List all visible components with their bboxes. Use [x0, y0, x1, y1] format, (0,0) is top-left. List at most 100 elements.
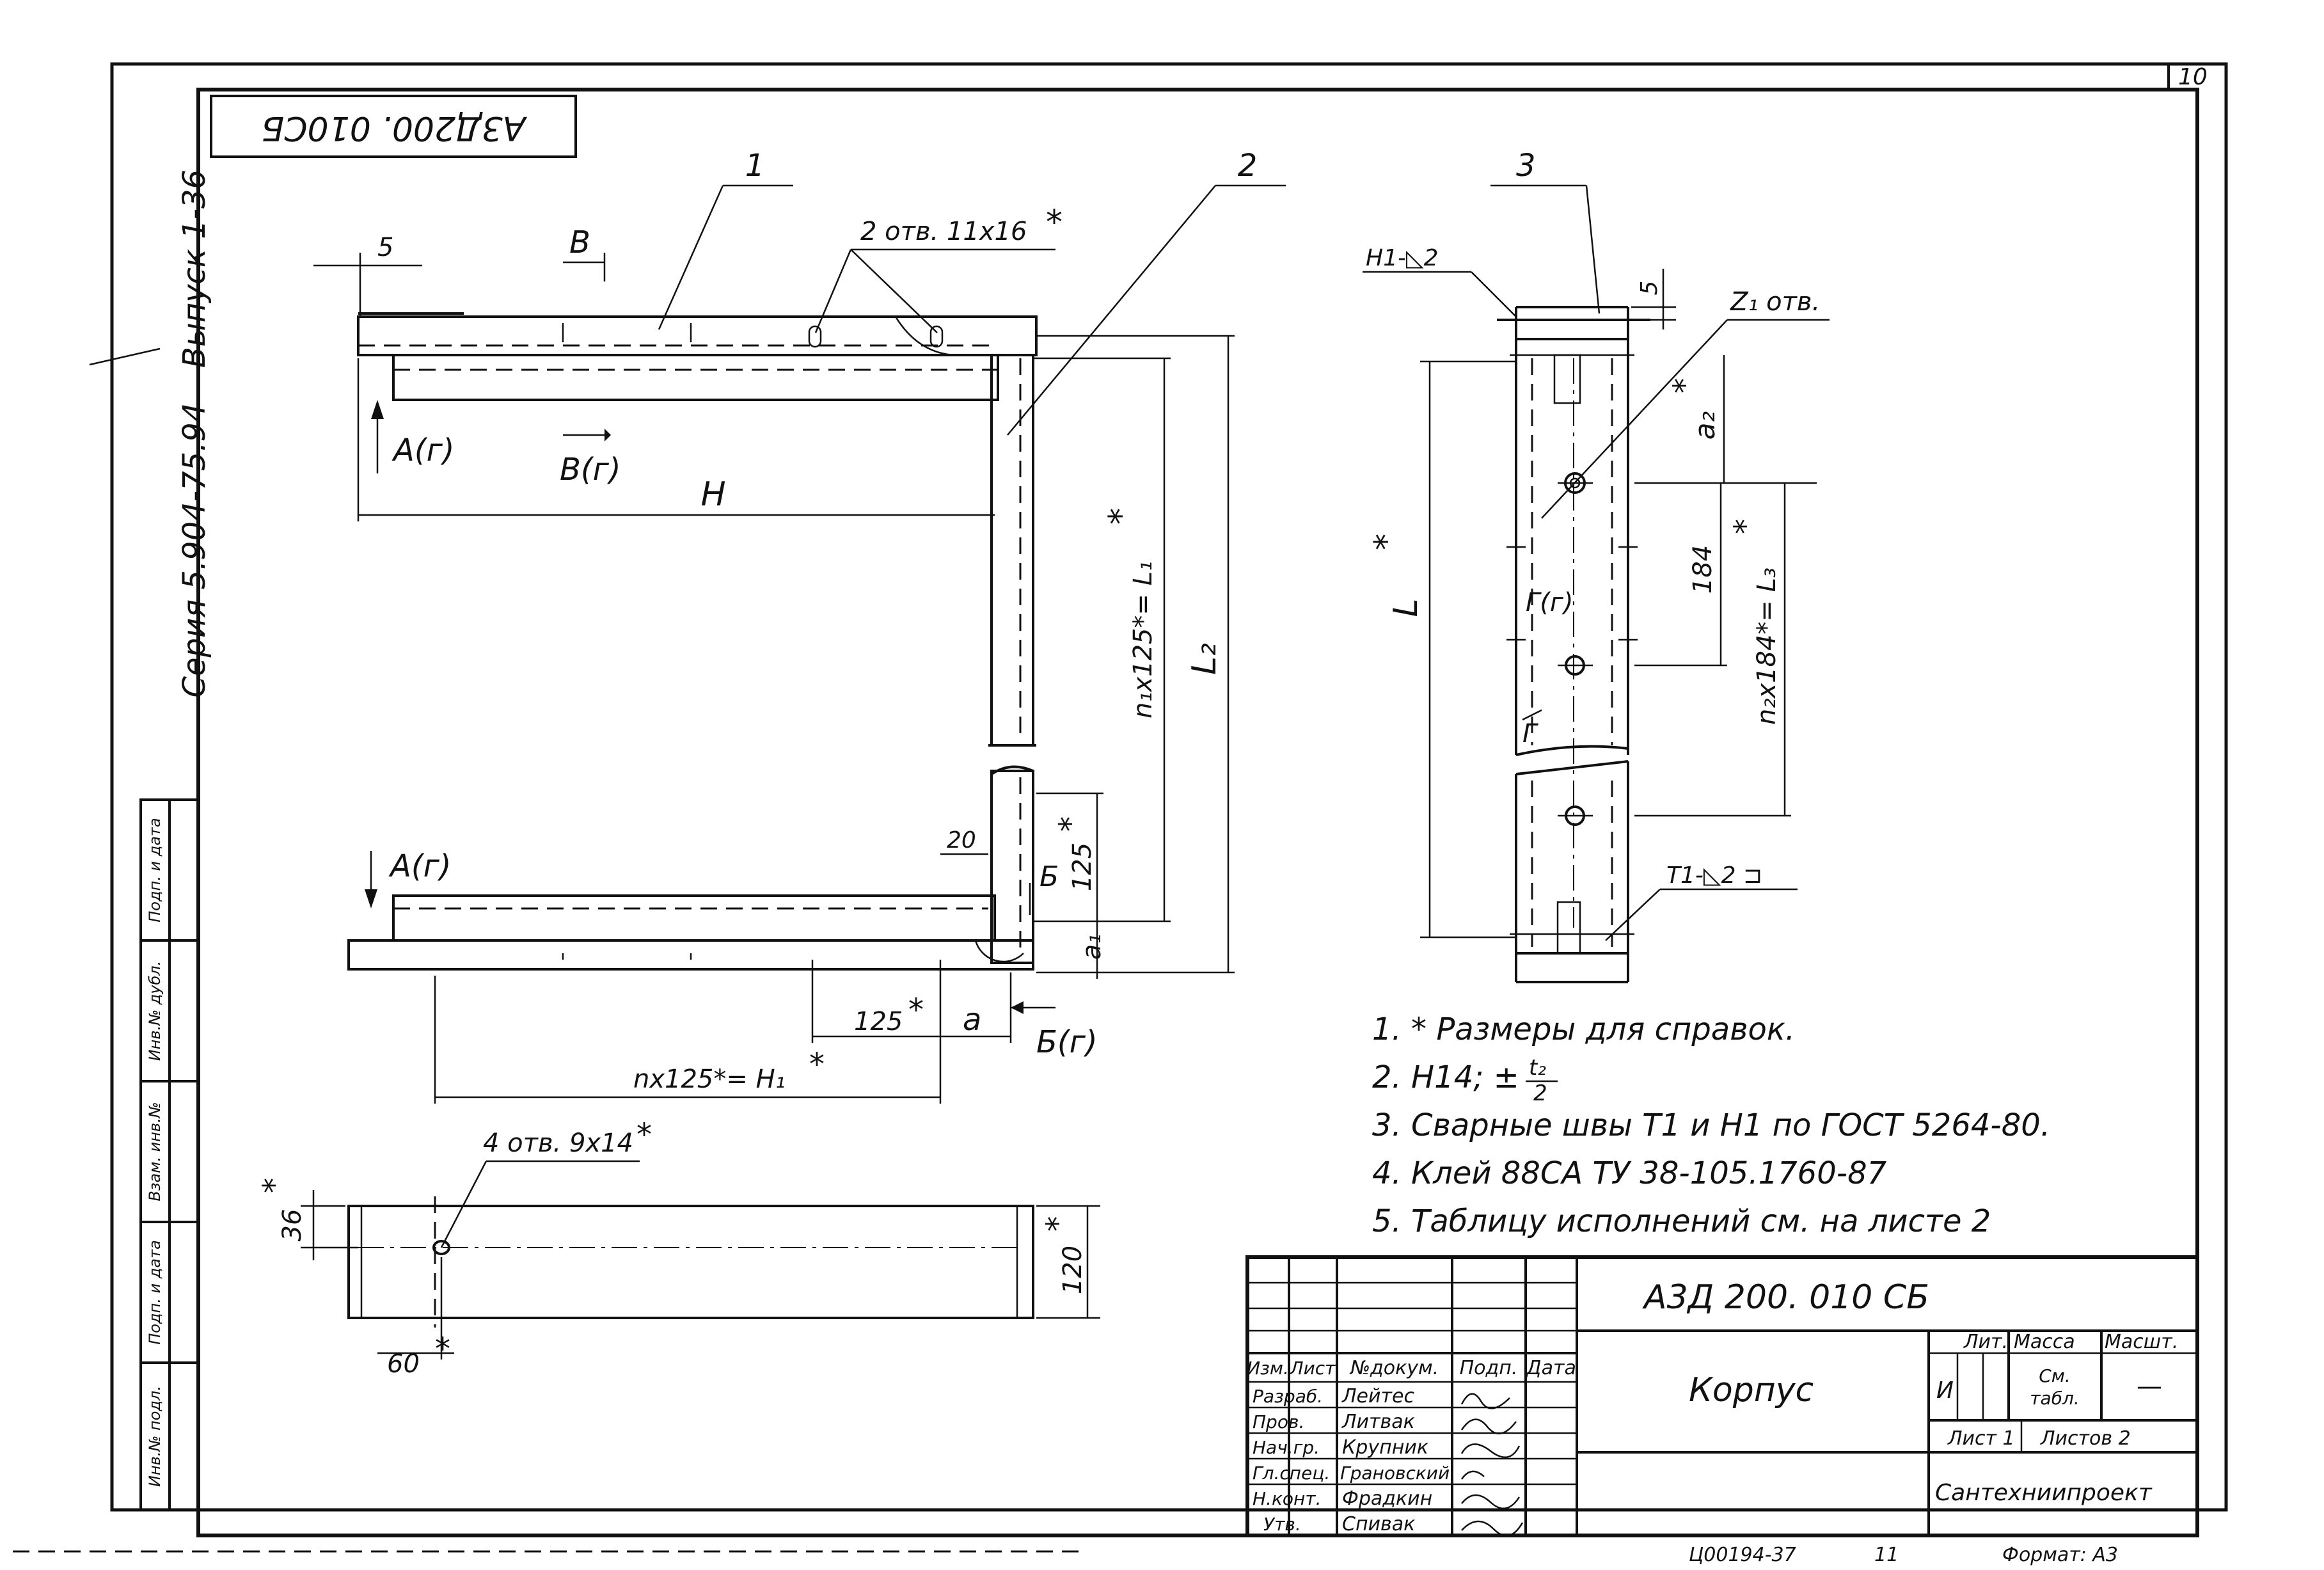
view-a-bottom: А(г) — [388, 848, 452, 884]
view-a-top: А(г) — [391, 432, 455, 468]
holes-bottom-star: * — [636, 1117, 652, 1153]
dim-125-right-star: * — [1053, 816, 1089, 832]
dim-l-star: * — [1368, 534, 1406, 550]
name-2: Литвак — [1341, 1411, 1415, 1433]
dim-36: 36 — [278, 1209, 307, 1242]
dim-5-top: 5 — [377, 233, 393, 262]
dim-a2: a₂ — [1689, 411, 1721, 440]
product-name: Корпус — [1689, 1371, 1814, 1409]
notes: 1. * Размеры для справок. 2. Н14; ± t₂ 2… — [1372, 1011, 2050, 1239]
section-b-top: В — [569, 225, 590, 260]
header-sign: Подп. — [1460, 1357, 1518, 1379]
name-6: Спивак — [1342, 1513, 1415, 1535]
role-5: Н.конт. — [1253, 1488, 1322, 1509]
dim-n2-star: * — [1728, 519, 1764, 534]
name-5: Фрадкин — [1342, 1487, 1432, 1510]
strip-cell-5: Подп. и дата — [146, 818, 164, 923]
dim-5-side: 5 — [1636, 281, 1663, 296]
dim-l2: L₂ — [1185, 643, 1224, 675]
dim-n1-star: * — [1102, 508, 1141, 525]
dim-120-star: * — [1040, 1216, 1076, 1232]
dim-n1: n₁х125*= L₁ — [1128, 561, 1158, 718]
section-b-lower: В(г) — [560, 452, 621, 488]
header-doc: №докум. — [1349, 1357, 1439, 1379]
footer-format: Формат: А3 — [2002, 1544, 2118, 1566]
dim-125-bottom: 125 — [854, 1007, 903, 1036]
dim-a1: a₁ — [1077, 934, 1107, 960]
stamp-text: А3Д200. 010СБ — [262, 109, 528, 147]
role-1: Разраб. — [1253, 1386, 1323, 1407]
dim-60-star: * — [435, 1331, 450, 1367]
role-3: Нач.гр. — [1253, 1437, 1320, 1458]
dim-nx125: nх125*= Н₁ — [633, 1065, 786, 1094]
footer: Ц00194-37 11 Формат: А3 — [13, 1544, 2118, 1566]
weld-t1: Т1-◺2 ⊐ — [1666, 862, 1762, 889]
holes-top-star: * — [1046, 203, 1063, 242]
dim-a2-star: * — [1667, 378, 1703, 393]
scale-label: Масшт. — [2105, 1331, 2178, 1353]
sheet-number: 10 — [2178, 64, 2208, 90]
view-g: Г(г) — [1526, 588, 1574, 617]
note-3: 3. Сварные швы Т1 и Н1 по ГОСТ 5264-80. — [1372, 1107, 2050, 1143]
dim-125-bottom-star: * — [908, 992, 924, 1028]
strip-cell-4: Инв.№ дубл. — [146, 961, 164, 1061]
title-block: Изм. Лист №докум. Подп. Дата Разраб. Лей… — [1245, 1255, 2199, 1537]
note-2-den: 2 — [1533, 1081, 1547, 1106]
callout-3: 3 — [1516, 148, 1536, 184]
role-2: Пров. — [1253, 1411, 1304, 1432]
bottom-view: 36 * 4 отв. 9х14 * 60 * 120 * — [257, 1117, 1100, 1379]
side-strip: Инв.№ подл. Подп. и дата Взам. инв.№ Инв… — [89, 170, 212, 1511]
view-g-arrow: Г — [1522, 719, 1538, 749]
lit-label: Лит. — [1963, 1331, 2008, 1353]
role-4: Гл.спец. — [1253, 1463, 1330, 1484]
lit-value: И — [1936, 1377, 1954, 1404]
dim-a: a — [963, 1002, 981, 1038]
note-2: 2. Н14; ± — [1372, 1059, 1519, 1095]
name-1: Лейтес — [1341, 1385, 1414, 1407]
strip-cell-2: Подп. и дата — [146, 1240, 164, 1345]
strip-cell-1: Инв.№ подл. — [146, 1386, 164, 1487]
dim-36-star: * — [257, 1178, 292, 1193]
designation: А3Д 200. 010 СБ — [1642, 1278, 1929, 1317]
note-2-num: t₂ — [1529, 1055, 1546, 1081]
issue-label: Выпуск 1-36 — [177, 170, 212, 368]
footer-mark: 11 — [1874, 1544, 1899, 1566]
role-6: Утв. — [1263, 1514, 1301, 1535]
organization: Сантехниипроект — [1935, 1480, 2153, 1506]
dim-20: 20 — [947, 827, 976, 853]
series-label: Серия 5.904-75.94 — [177, 403, 212, 698]
header-list: Лист — [1290, 1358, 1336, 1379]
main-view: 1 2 2 отв. 11х16 * 5 В А(г) В(г) Н — [313, 148, 1286, 1104]
name-4: Грановский — [1340, 1463, 1450, 1484]
mass-value-1: См. — [2039, 1365, 2071, 1386]
dim-120: 120 — [1058, 1246, 1087, 1294]
dim-l: L — [1387, 599, 1425, 617]
sheets: Листов 2 — [2040, 1427, 2131, 1450]
footer-code: Ц00194-37 — [1689, 1544, 1796, 1566]
dim-125-right: 125 — [1068, 843, 1097, 891]
callout-2: 2 — [1238, 148, 1258, 184]
note-5: 5. Таблицу исполнений см. на листе 2 — [1372, 1203, 1991, 1239]
note-1: 1. * Размеры для справок. — [1372, 1011, 1795, 1047]
dim-nx125-star: * — [809, 1047, 825, 1082]
header-izm: Изм. — [1247, 1358, 1289, 1379]
section-b-view: Б(г) — [1036, 1024, 1098, 1060]
weld-h1: Н1-◺2 — [1366, 245, 1439, 271]
note-4: 4. Клей 88СА ТУ 38-105.1760-87 — [1372, 1155, 1887, 1191]
callout-1: 1 — [745, 148, 765, 184]
dim-n2: n₂х184*= L₃ — [1752, 567, 1782, 725]
name-3: Крупник — [1342, 1436, 1428, 1459]
holes-z1: Z₁ отв. — [1730, 287, 1820, 317]
dim-h: Н — [700, 475, 725, 514]
dim-60: 60 — [387, 1349, 420, 1379]
side-view: 3 Н1-◺2 5 Z₁ отв. L * a₂ * 184 n₂х184*= … — [1363, 148, 1830, 983]
scale-value: — — [2137, 1372, 2162, 1401]
section-b-label: Б — [1039, 860, 1059, 893]
mass-label: Масса — [2014, 1331, 2075, 1353]
header-date: Дата — [1525, 1357, 1576, 1379]
mass-value-2: табл. — [2030, 1388, 2080, 1409]
strip-cell-3: Взам. инв.№ — [146, 1102, 164, 1201]
sheet: Лист 1 — [1947, 1427, 2015, 1450]
stamp-box: А3Д200. 010СБ — [210, 95, 577, 158]
